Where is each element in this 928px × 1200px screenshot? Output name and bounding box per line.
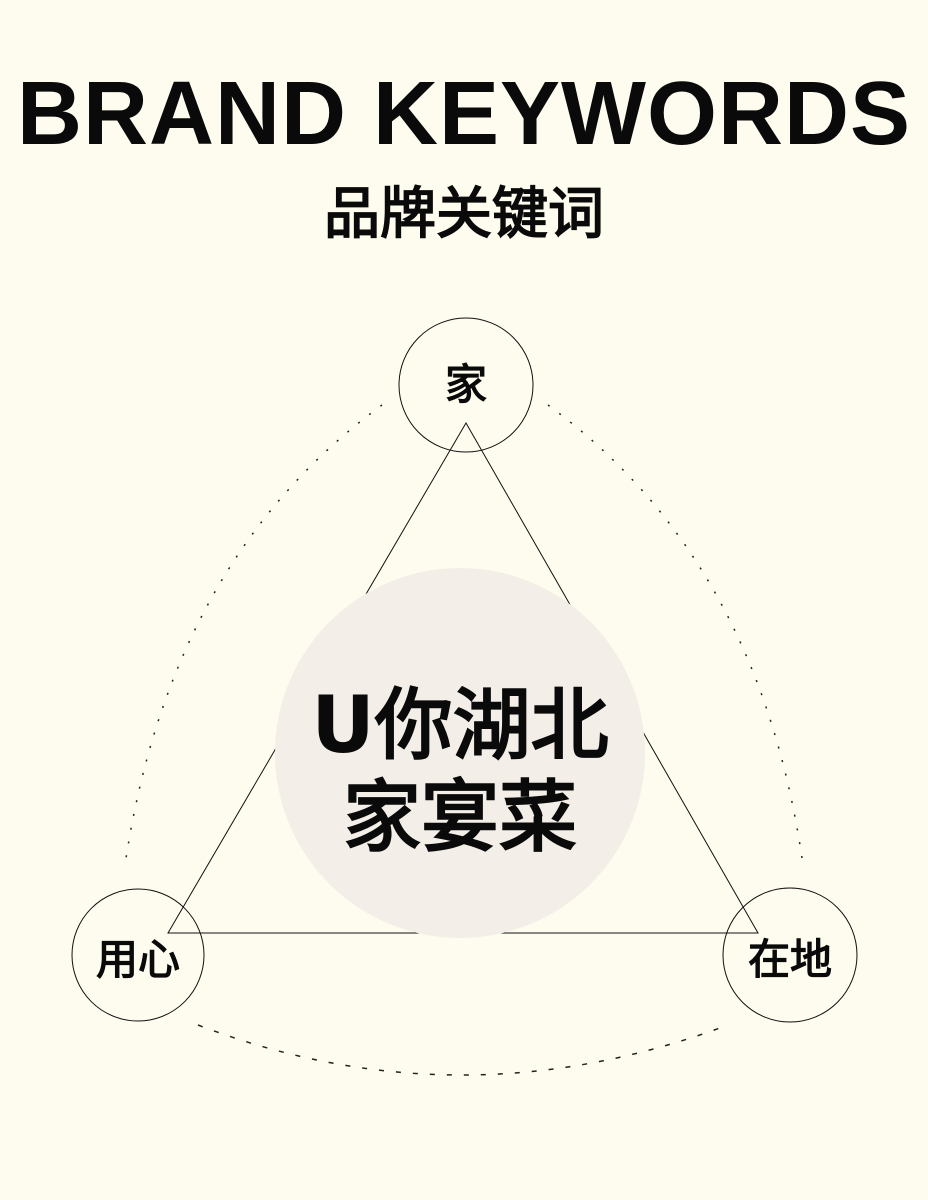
- node-circle-left: [71, 888, 205, 1022]
- node-circle-top: [398, 317, 534, 453]
- center-label: U你湖北 家宴菜: [275, 680, 645, 864]
- page-subtitle: 品牌关键词: [324, 182, 604, 247]
- center-line-2: 家宴菜: [342, 773, 577, 863]
- center-circle: [275, 568, 645, 938]
- keyword-left: 用心: [95, 935, 180, 984]
- page-title: BRAND KEYWORDS: [16, 64, 911, 164]
- center-line-1: U你湖北: [311, 681, 609, 771]
- keyword-right: 在地: [747, 935, 832, 984]
- keyword-top: 家: [444, 360, 487, 409]
- node-circle-right: [722, 887, 858, 1023]
- dotted-arc-bottom: [197, 1024, 729, 1076]
